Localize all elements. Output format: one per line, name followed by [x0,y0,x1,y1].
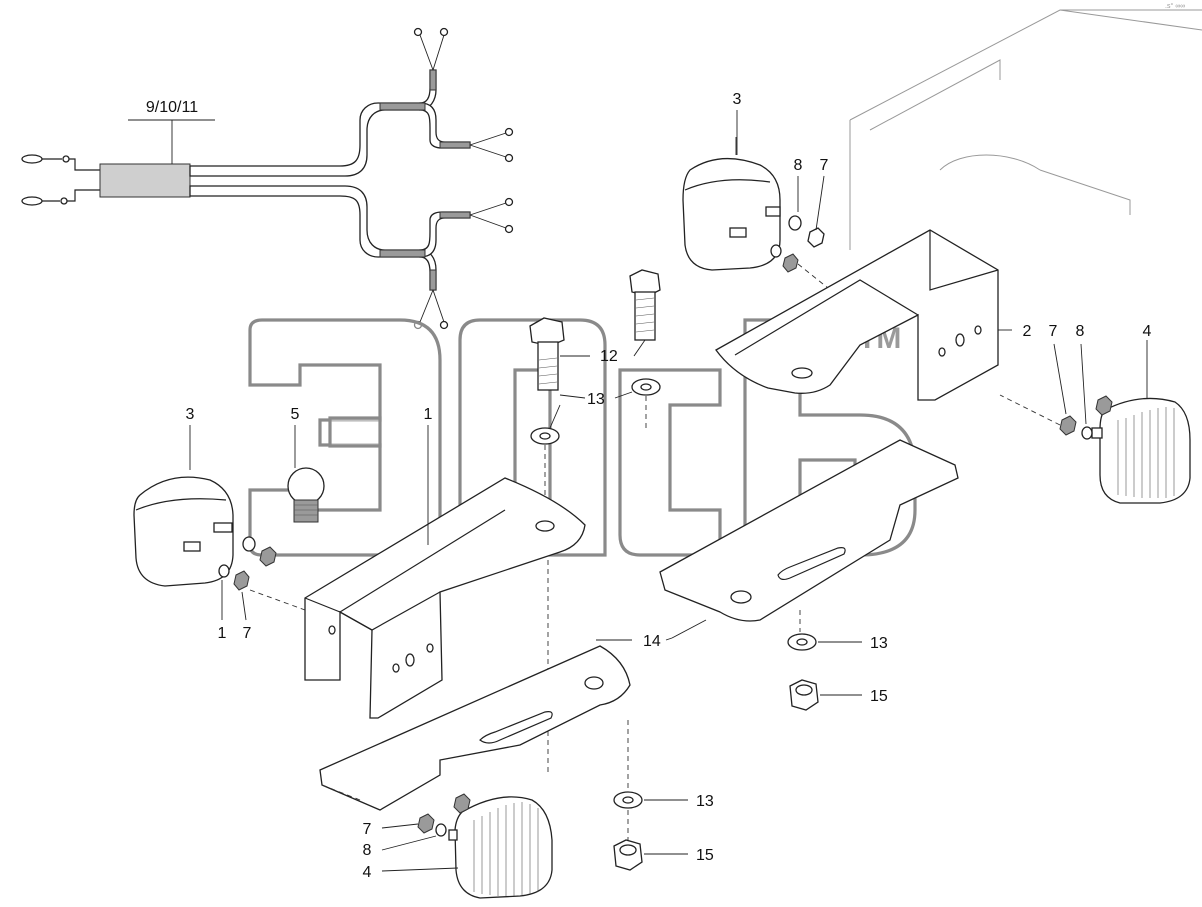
callout-nut-bottom: 15 [696,847,714,864]
callout-nut-right: 15 [870,688,888,705]
nut-bottom: 15 [613,839,714,871]
callout-lamp-left: 3 [186,406,195,423]
callout-nut-mid-right: 7 [1049,323,1058,340]
harness-left-terminals [21,154,100,206]
lamp-top-right: 3 [682,91,781,271]
plate-right [659,439,959,639]
bracket-right: 2 [715,229,1032,401]
washer-bottom: 13 [613,791,714,840]
nut-washer-bottom-left: 7 8 4 [363,793,471,881]
nut-washer-top-right: 8 7 [770,157,829,289]
callout-bulb: 5 [291,406,300,423]
bulb: 5 [287,406,325,523]
bolt-lower: 12 [529,317,646,391]
lamp-left: 3 [133,406,234,587]
lamp-bottom-left [448,796,553,899]
callout-nut-top-right: 7 [820,157,829,174]
nut-washer-left: 1 7 [218,536,306,642]
callout-washer-left: 1 [218,625,227,642]
callout-nut-left: 7 [243,625,252,642]
callout-lamp-bottom-left: 4 [363,864,372,881]
bracket-left: 1 [304,406,586,719]
callout-washer-mid-right: 8 [1076,323,1085,340]
callout-nut-bottom-left: 7 [363,821,372,838]
nut-washer-mid-right: 7 8 [999,323,1113,440]
callout-washer-right: 13 [870,635,888,652]
callout-harness-label: 9/10/11 [146,99,198,116]
callout-washer-bottom: 13 [696,793,714,810]
washer-upper: 13 [530,378,661,775]
callout-lamp-mid-right: 4 [1143,323,1152,340]
callout-bracket-right: 2 [1023,323,1032,340]
callout-washer-top-right: 8 [794,157,803,174]
wiring-harness [21,27,514,330]
harness-sleeve [99,163,191,198]
nut-right: 15 [789,679,888,711]
callout-washer-bottom-left: 8 [363,842,372,859]
callout-bracket-left: 1 [424,406,433,423]
callout-plate: 14 [643,633,661,650]
plate-left: 14 [319,633,673,811]
svg-text:.s° ∞∞: .s° ∞∞ [1165,2,1185,10]
washer-right: 13 [787,610,888,652]
callout-lamp-top-right: 3 [733,91,742,108]
callout-bolt: 12 [600,348,618,365]
background-frame-outline: .s° ∞∞ [849,2,1202,250]
callout-washer-upper: 13 [587,391,605,408]
lamp-mid-right: 4 [1091,323,1191,504]
bolt-upper [629,269,661,341]
callout-harness: 9/10/11 [128,99,215,164]
